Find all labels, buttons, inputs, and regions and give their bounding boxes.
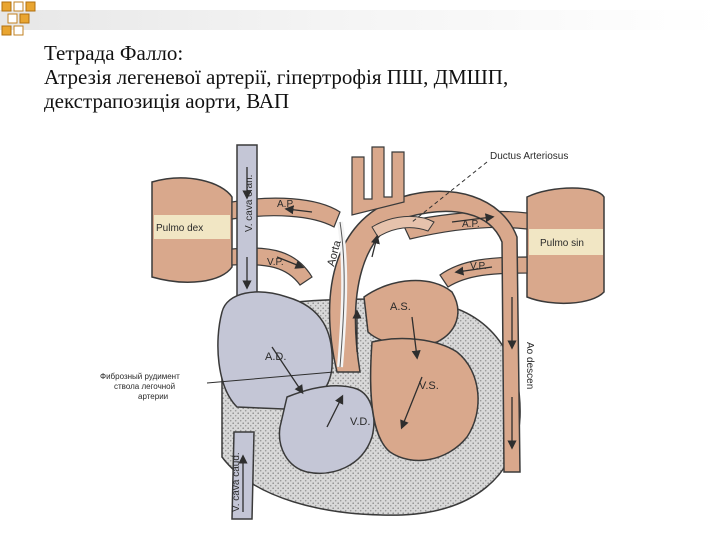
title-line-3: декстрапозиція аорти, ВАП bbox=[44, 89, 290, 113]
label-ductus-arteriosus: Ductus Arteriosus bbox=[490, 151, 568, 162]
title-line-1: Тетрада Фалло: bbox=[44, 41, 184, 65]
label-ap-right: A.P. bbox=[462, 219, 480, 230]
corner-squares-decoration bbox=[1, 1, 36, 36]
aorta-arch bbox=[328, 190, 521, 473]
label-rudiment-line-1: Фиброзный рудимент bbox=[100, 372, 180, 381]
label-as: A.S. bbox=[390, 301, 411, 313]
flow-arrows bbox=[238, 167, 517, 512]
left-ventricle bbox=[369, 337, 479, 462]
label-vena-cava-caudalis: V. cava caud. bbox=[231, 452, 242, 512]
top-decoration-bar bbox=[0, 10, 720, 30]
lung-left-light-band bbox=[529, 229, 603, 255]
label-ap-left: A.P. bbox=[277, 199, 295, 210]
title-line-2: Атрезія легеневої артерії, гіпертрофія П… bbox=[44, 65, 509, 89]
label-vena-cava-cranialis: V. cava cran. bbox=[244, 175, 255, 232]
rudiment-pointer-line bbox=[206, 371, 335, 384]
heart-diagram: Ductus Arteriosus A.P. A.P. Pulmo dex Pu… bbox=[100, 144, 605, 520]
aortic-branches bbox=[351, 146, 405, 216]
label-ad: A.D. bbox=[265, 351, 286, 363]
label-rudiment-line-3: артерии bbox=[138, 392, 168, 401]
left-atrium bbox=[363, 279, 459, 347]
label-pulmo-dex: Pulmo dex bbox=[156, 223, 203, 234]
label-vp-right: V.P. bbox=[470, 261, 487, 272]
label-vs: V.S. bbox=[419, 380, 439, 392]
label-pulmo-sin: Pulmo sin bbox=[540, 238, 584, 249]
ductus-pointer-line bbox=[411, 161, 488, 223]
label-rudiment-line-2: ствола легочной bbox=[114, 382, 175, 391]
right-ventricle bbox=[278, 384, 375, 474]
label-ao-descen: Ao descen bbox=[524, 342, 535, 389]
slide-title: Тетрада Фалло: Атрезія легеневої артерії… bbox=[44, 41, 684, 113]
fibrous-rudiment-outline bbox=[339, 221, 345, 368]
lung-right-light-band bbox=[154, 215, 230, 239]
label-vp-left: V.P. bbox=[267, 257, 284, 268]
label-vd: V.D. bbox=[350, 416, 370, 428]
ductus-arteriosus-vessel bbox=[371, 215, 435, 238]
